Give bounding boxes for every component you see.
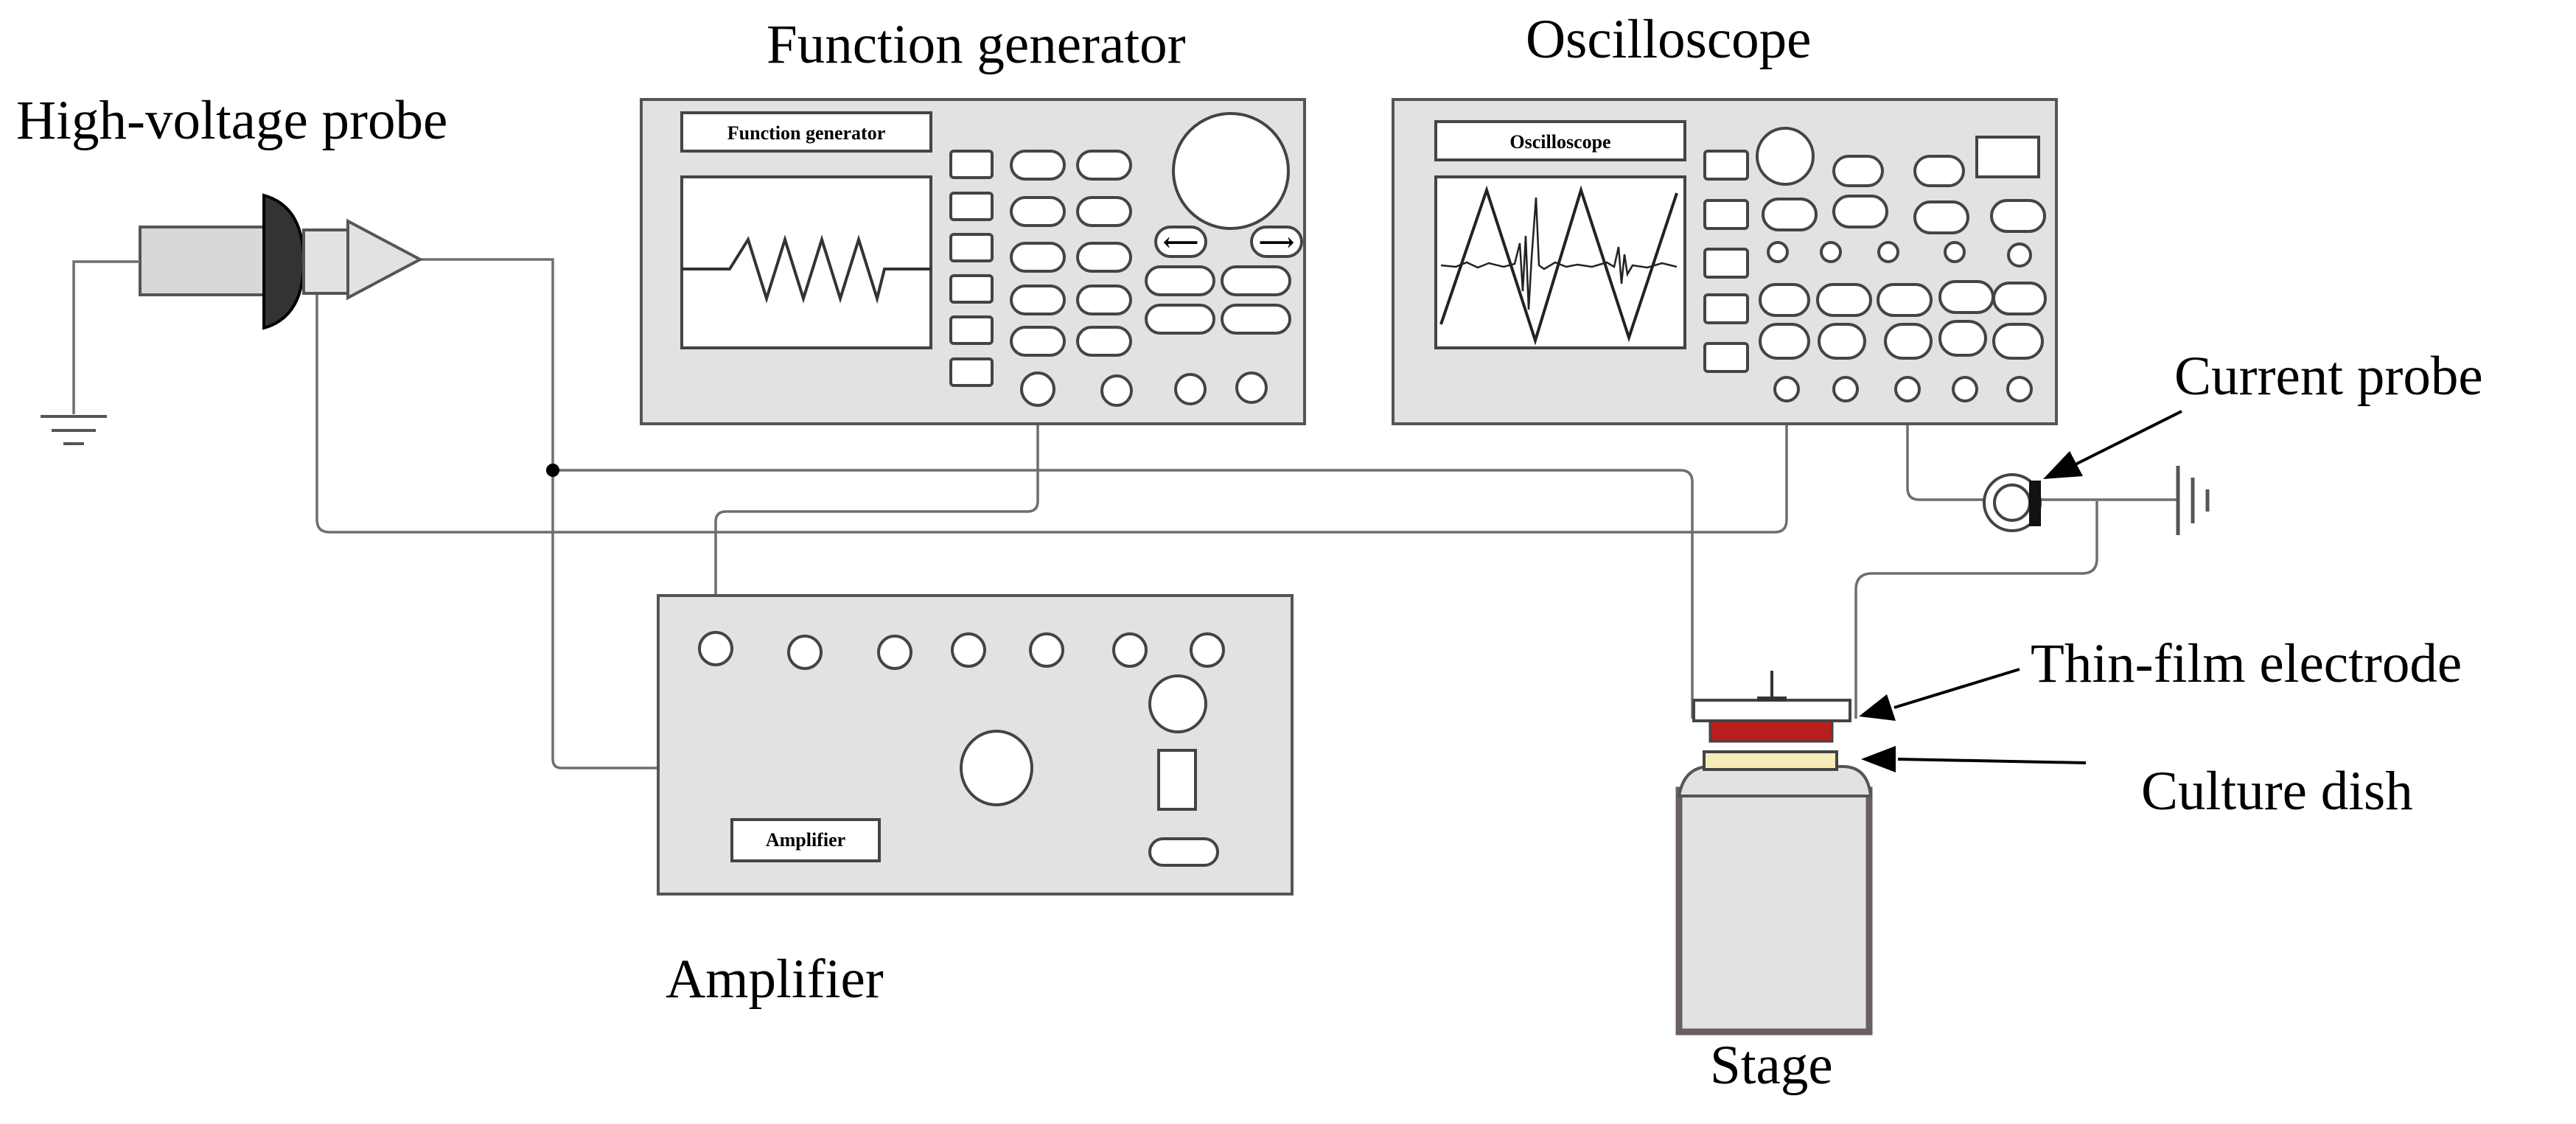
function-generator-knob bbox=[1172, 112, 1290, 230]
microscope-stage bbox=[1675, 765, 1873, 1036]
left-arrow-button bbox=[1154, 226, 1207, 258]
thin-film-electrode-label: Thin-film electrode bbox=[2031, 633, 2462, 694]
stage-label: Stage bbox=[1710, 1035, 1833, 1096]
oscilloscope-panel-label: Oscilloscope bbox=[1509, 131, 1610, 153]
right-arrow-icon: ⟶ bbox=[1259, 229, 1295, 256]
oscilloscope-to-current-probe-wire bbox=[1906, 391, 1994, 501]
current-probe-arrow bbox=[2043, 410, 2182, 479]
amplifier-panel-label-box bbox=[730, 818, 881, 862]
amplifier-switch bbox=[1157, 749, 1197, 811]
function-generator-waveform bbox=[682, 234, 931, 304]
culture-dish-label: Culture dish bbox=[2141, 761, 2413, 822]
oscilloscope-channel-2-connector bbox=[1894, 376, 1921, 402]
oscilloscope-channel-1-connector bbox=[1773, 376, 1800, 402]
probe-ground-icon bbox=[41, 260, 140, 445]
wire-junction-dot bbox=[546, 464, 559, 477]
current-probe bbox=[1983, 473, 2042, 532]
generator-to-amplifier-wire bbox=[714, 398, 1039, 649]
function-generator-panel-label: Function generator bbox=[727, 122, 885, 144]
oscilloscope-triangle-trace bbox=[1439, 185, 1678, 346]
amplifier-input-connector bbox=[698, 631, 733, 666]
amplifier-panel-label: Amplifier bbox=[766, 829, 845, 851]
thin-film-electrode-red-layer bbox=[1708, 718, 1834, 743]
hv-probe-output-wire bbox=[420, 258, 962, 769]
current-probe-ground-icon bbox=[2176, 466, 2210, 535]
function-generator-output-connector bbox=[1020, 371, 1055, 407]
thin-film-electrode-arrow bbox=[1859, 668, 2020, 721]
function-generator-device: Function generator ⟵ ⟶ bbox=[640, 98, 1306, 425]
oscilloscope-device: Oscilloscope bbox=[1392, 98, 2058, 425]
electrode-return-wire bbox=[1854, 501, 2098, 719]
wiring bbox=[315, 252, 2178, 769]
culture-dish-arrow bbox=[1861, 746, 2087, 772]
right-arrow-button bbox=[1250, 226, 1303, 258]
oscilloscope-display-box bbox=[1975, 136, 2040, 178]
culture-dish bbox=[1703, 750, 1838, 771]
current-probe-label: Current probe bbox=[2174, 346, 2483, 407]
oscilloscope-knob bbox=[1756, 127, 1815, 186]
high-voltage-probe-label: High-voltage probe bbox=[16, 90, 447, 151]
oscilloscope-current-trace bbox=[1440, 197, 1678, 310]
oscilloscope-panel-label-box bbox=[1434, 120, 1686, 161]
hv-to-stage-wire bbox=[553, 469, 1694, 719]
amplifier-knob bbox=[960, 730, 1033, 806]
function-generator-panel-label-box bbox=[680, 111, 932, 153]
function-generator-screen bbox=[680, 175, 932, 349]
left-arrow-icon: ⟵ bbox=[1163, 229, 1199, 256]
high-voltage-probe bbox=[139, 193, 424, 330]
hv-probe-to-oscilloscope-wire bbox=[315, 252, 1788, 534]
function-generator-title: Function generator bbox=[767, 14, 1186, 75]
thin-film-electrode-top bbox=[1692, 699, 1851, 722]
oscilloscope-title: Oscilloscope bbox=[1526, 9, 1811, 70]
amplifier-device: Amplifier bbox=[657, 594, 1294, 896]
amplifier-title: Amplifier bbox=[666, 949, 884, 1010]
